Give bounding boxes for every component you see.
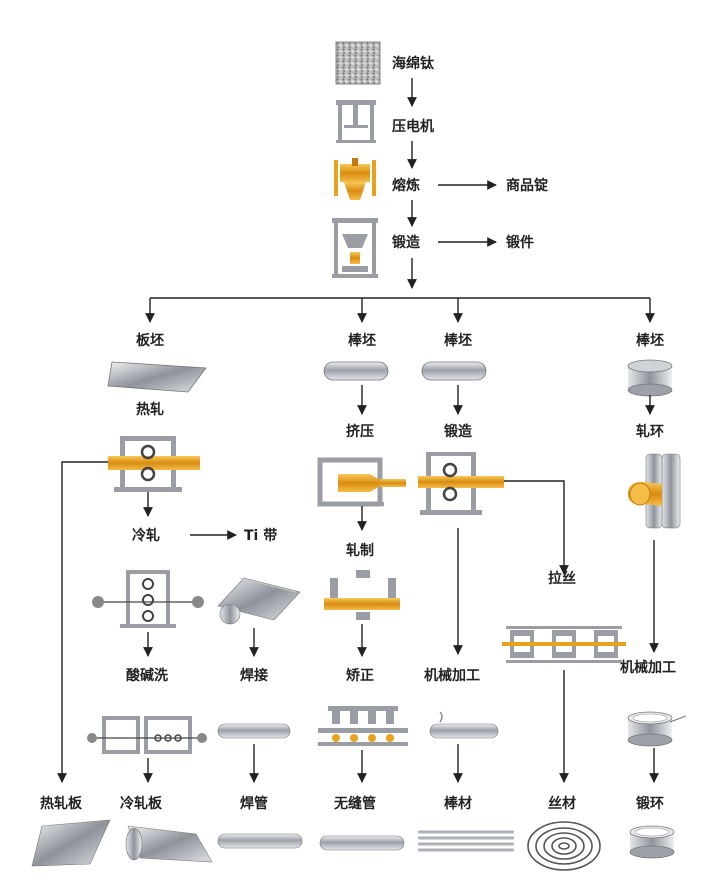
seamless-pipe-icon (319, 835, 405, 851)
smelting-furnace-icon (334, 158, 376, 200)
label-bar-billet-3: 棒坯 (636, 332, 664, 349)
label-forging-mid: 锻造 (444, 423, 472, 440)
pickling-line-icon (87, 716, 207, 754)
press-icon (336, 100, 376, 143)
welded-pipe-icon (217, 833, 303, 849)
ring-rolling-icon (628, 453, 681, 529)
label-sponge-titanium: 海绵钛 (392, 55, 435, 72)
label-seamless-pipe: 无缝管 (333, 795, 376, 812)
arrow-forging-to-wire-draw (504, 480, 569, 575)
label-pickling: 酸碱洗 (126, 667, 168, 684)
label-ingot: 商品锭 (506, 177, 548, 194)
label-cold-plate: 冷轧板 (120, 795, 163, 812)
machined-bar-icon (429, 711, 499, 739)
label-hot-plate: 热轧板 (40, 795, 83, 812)
slab-icon (107, 361, 207, 393)
label-straighten: 矫正 (346, 667, 374, 684)
welded-tube-icon (217, 723, 291, 739)
forging-machine-icon (418, 452, 504, 515)
bar-bundle-icon (418, 830, 514, 852)
label-bar: 棒材 (444, 795, 472, 812)
label-wire-draw: 拉丝 (548, 570, 576, 587)
label-forging-top: 锻造 (392, 234, 420, 251)
hot-plate-icon (31, 819, 111, 867)
label-press: 压电机 (392, 118, 434, 135)
label-forged-ring: 锻环 (636, 795, 664, 812)
wire-coil-icon (527, 821, 601, 871)
label-machining-2: 机械加工 (620, 659, 676, 676)
label-hot-roll: 热轧 (136, 401, 164, 418)
label-rolling: 轧制 (346, 542, 374, 559)
sponge-titanium-icon (335, 41, 381, 85)
bar-billet-icon-1 (323, 361, 389, 381)
arrow-hot-roll-to-hot-plate (57, 461, 108, 783)
label-bar-billet-1: 棒坯 (348, 332, 376, 349)
label-ti-strip: Ti 带 (244, 528, 277, 544)
extruder-icon (317, 457, 406, 507)
ring-blank-icon (627, 711, 687, 747)
label-machining-1: 机械加工 (424, 667, 480, 684)
forged-ring-icon (629, 825, 675, 859)
label-forged-part: 锻件 (506, 234, 534, 251)
label-welding: 焊接 (240, 667, 268, 684)
cold-plate-icon (125, 825, 213, 863)
label-cold-roll: 冷轧 (132, 527, 160, 544)
label-welded-pipe: 焊管 (240, 795, 268, 812)
ti-strip-coil-icon (217, 577, 301, 625)
cold-rolling-mill-icon (92, 570, 204, 628)
label-bar-billet-2: 棒坯 (444, 332, 472, 349)
wire-drawing-icon (502, 626, 626, 663)
straightening-rolls-icon (324, 570, 400, 620)
hot-rolling-mill-icon (108, 436, 200, 492)
label-smelting: 熔炼 (392, 177, 420, 194)
label-slab: 板坯 (136, 332, 164, 349)
label-wire: 丝材 (548, 795, 576, 812)
bar-billet-icon-3 (627, 359, 673, 397)
straightening-machine-icon (318, 706, 408, 746)
bar-billet-icon-2 (421, 361, 487, 381)
label-ring-roll: 轧环 (636, 423, 664, 440)
forging-press-icon (332, 218, 378, 278)
label-extrude: 挤压 (346, 423, 374, 440)
